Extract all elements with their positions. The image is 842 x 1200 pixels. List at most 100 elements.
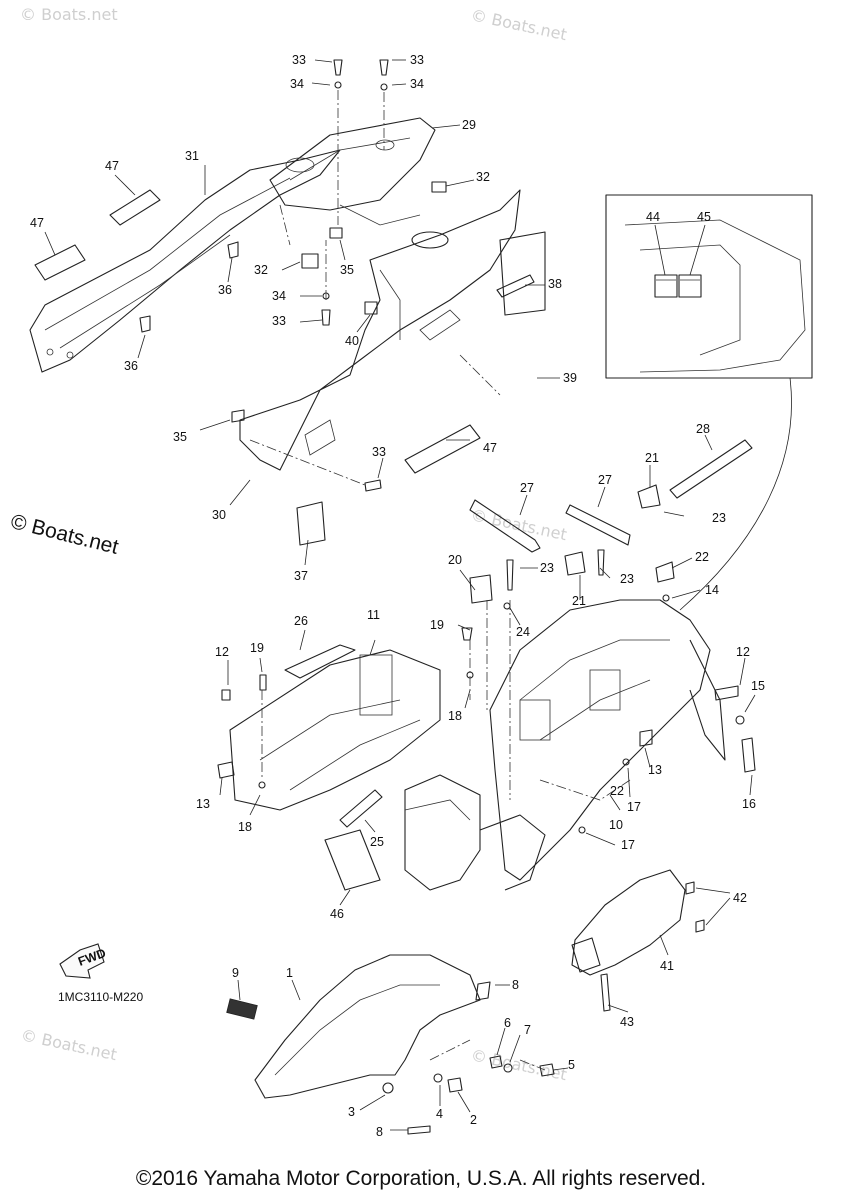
callout-47: 47 bbox=[483, 441, 497, 455]
callout-38: 38 bbox=[548, 277, 562, 291]
callout-24: 24 bbox=[516, 625, 530, 639]
callout-9: 9 bbox=[232, 966, 239, 980]
guide-line bbox=[279, 204, 291, 246]
part-47-sticker bbox=[404, 424, 481, 474]
callout-43: 43 bbox=[620, 1015, 634, 1029]
part-47-sticker bbox=[109, 189, 161, 226]
callout-27: 27 bbox=[598, 473, 612, 487]
callout-36: 36 bbox=[218, 283, 232, 297]
part-46-plate bbox=[324, 829, 381, 891]
callout-29: 29 bbox=[462, 118, 476, 132]
callout-26: 26 bbox=[294, 614, 308, 628]
guide-line bbox=[459, 354, 501, 396]
callout-40: 40 bbox=[345, 334, 359, 348]
callout-28: 28 bbox=[696, 422, 710, 436]
part-9-sticker bbox=[226, 998, 258, 1020]
callout-20: 20 bbox=[448, 553, 462, 567]
callout-47: 47 bbox=[105, 159, 119, 173]
callout-7: 7 bbox=[524, 1023, 531, 1037]
callout-36: 36 bbox=[124, 359, 138, 373]
watermark-faint: © Boats.net bbox=[20, 5, 118, 24]
part-11-battery-box bbox=[229, 649, 441, 811]
guide-line bbox=[249, 439, 366, 486]
callout-13: 13 bbox=[648, 763, 662, 777]
callout-27: 27 bbox=[520, 481, 534, 495]
callout-33: 33 bbox=[292, 53, 306, 67]
callout-5: 5 bbox=[568, 1058, 575, 1072]
fwd-arrow: FWD bbox=[59, 943, 108, 979]
callout-45: 45 bbox=[697, 210, 711, 224]
guide-line bbox=[539, 779, 631, 801]
callout-14: 14 bbox=[705, 583, 719, 597]
callout-32: 32 bbox=[254, 263, 268, 277]
callout-3: 3 bbox=[348, 1105, 355, 1119]
callout-1: 1 bbox=[286, 966, 293, 980]
guide-line bbox=[429, 1039, 471, 1061]
part-28-strap bbox=[669, 439, 753, 499]
callout-34: 34 bbox=[290, 77, 304, 91]
part-27-strap bbox=[469, 499, 541, 553]
callout-42: 42 bbox=[733, 891, 747, 905]
callout-19: 19 bbox=[430, 618, 444, 632]
callout-25: 25 bbox=[370, 835, 384, 849]
callout-35: 35 bbox=[340, 263, 354, 277]
callout-39: 39 bbox=[563, 371, 577, 385]
copyright-notice: ©2016 Yamaha Motor Corporation, U.S.A. A… bbox=[135, 1167, 707, 1190]
callout-37: 37 bbox=[294, 569, 308, 583]
callout-15: 15 bbox=[751, 679, 765, 693]
callout-33: 33 bbox=[372, 445, 386, 459]
part-27-strap bbox=[565, 504, 631, 546]
callout-22: 22 bbox=[610, 784, 624, 798]
callout-33: 33 bbox=[410, 53, 424, 67]
callout-21: 21 bbox=[645, 451, 659, 465]
part-8-strip bbox=[407, 1125, 431, 1135]
callout-33: 33 bbox=[272, 314, 286, 328]
callout-23: 23 bbox=[620, 572, 634, 586]
callout-12: 12 bbox=[215, 645, 229, 659]
part-1-front-fender bbox=[254, 954, 481, 1099]
callout-47: 47 bbox=[30, 216, 44, 230]
watermark-faint: © Boats.net bbox=[19, 1025, 118, 1064]
callout-44: 44 bbox=[646, 210, 660, 224]
model-code: 1MC3110-M220 bbox=[58, 990, 144, 1004]
callout-18: 18 bbox=[238, 820, 252, 834]
callout-6: 6 bbox=[504, 1016, 511, 1030]
callout-8: 8 bbox=[376, 1125, 383, 1139]
callout-34: 34 bbox=[410, 77, 424, 91]
callout-10: 10 bbox=[609, 818, 623, 832]
callout-2: 2 bbox=[470, 1113, 477, 1127]
part-25-strap bbox=[339, 789, 383, 828]
callout-35: 35 bbox=[173, 430, 187, 444]
callout-19: 19 bbox=[250, 641, 264, 655]
watermark-faint: © Boats.net bbox=[469, 1045, 568, 1084]
callout-30: 30 bbox=[212, 508, 226, 522]
callout-16: 16 bbox=[742, 797, 756, 811]
callout-21: 21 bbox=[572, 594, 586, 608]
guide-line bbox=[519, 1059, 546, 1071]
callout-46: 46 bbox=[330, 907, 344, 921]
callout-4: 4 bbox=[436, 1107, 443, 1121]
part-inner-fender bbox=[404, 774, 546, 891]
part-41-tail-cover bbox=[571, 869, 686, 976]
fasteners bbox=[139, 59, 756, 1094]
callout-8: 8 bbox=[512, 978, 519, 992]
part-31-side-rail bbox=[29, 149, 341, 373]
part-29-seat-frame bbox=[269, 117, 436, 226]
part-26-bracket bbox=[284, 644, 356, 679]
part-8-strip bbox=[475, 981, 491, 1001]
inset-leader bbox=[679, 377, 792, 611]
callout-17: 17 bbox=[627, 800, 641, 814]
callout-18: 18 bbox=[448, 709, 462, 723]
callout-32: 32 bbox=[476, 170, 490, 184]
leader-lines bbox=[44, 59, 756, 1131]
callout-22: 22 bbox=[695, 550, 709, 564]
watermark-faint: © Boats.net bbox=[469, 505, 568, 544]
callout-23: 23 bbox=[540, 561, 554, 575]
callout-31: 31 bbox=[185, 149, 199, 163]
callout-12: 12 bbox=[736, 645, 750, 659]
part-10-rear-fender bbox=[489, 599, 726, 881]
watermark-faint: © Boats.net bbox=[469, 5, 568, 44]
inset-frame bbox=[605, 194, 813, 379]
callout-labels: 33 33 34 34 29 31 47 47 32 32 35 36 34 3… bbox=[30, 53, 765, 1139]
